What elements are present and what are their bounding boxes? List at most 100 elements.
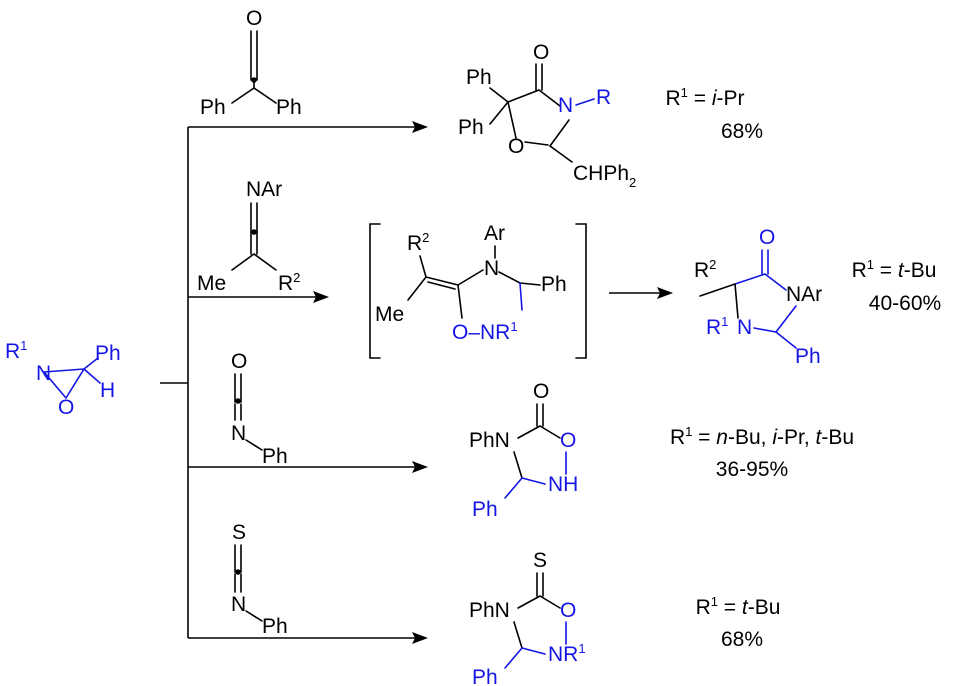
nitroso-oxygen: O — [231, 350, 247, 373]
oxad-upper-bonds — [517, 425, 561, 439]
product-oxazolidinone: O Ph Ph N R O CHPh2 — [458, 41, 636, 190]
oxaziridine-start: R1 N Ph H O — [5, 338, 121, 419]
oxad-phn: PhN — [469, 429, 510, 452]
conditions-2: R1 = t-Bu 40-60% — [852, 257, 942, 315]
conditions-4: R1 = t-Bu 68% — [696, 594, 781, 651]
int-bonds — [425, 269, 541, 319]
nitroso-dot — [235, 398, 241, 404]
int-nitrogen: N — [484, 257, 499, 280]
oxaziridine-ring-bonds — [43, 368, 85, 399]
ring-nitrogen: N — [558, 94, 573, 117]
r-superscript: 1 — [20, 338, 27, 353]
reagent-nitrosobenzene: O N Ph — [231, 350, 288, 468]
condition-4-yield: 68% — [721, 628, 763, 651]
ph-upper: Ph — [466, 66, 492, 89]
condition-2-r1: R1 = t-Bu — [852, 257, 937, 282]
int-r-sup: 2 — [422, 230, 429, 245]
oxad-n-c-bond — [513, 451, 523, 479]
conditions-3: R1 = n-Bu, i-Pr, t-Bu 36-95% — [670, 424, 854, 481]
svg-text:R2: R2 — [278, 270, 300, 295]
oxygen-label: O — [58, 396, 74, 419]
condition-1-r1: R1 = i-Pr — [665, 85, 744, 110]
oxad-ring-oxygen: O — [560, 429, 576, 452]
int-ar: Ar — [484, 222, 505, 245]
thione-ring-oxygen: O — [560, 599, 576, 622]
reagent-isothiocyanate: S N Ph — [231, 521, 288, 638]
condition-3-yield: 36-95% — [716, 458, 788, 481]
cumulene-carbon — [235, 569, 241, 575]
left-bracket — [369, 223, 381, 359]
ketene-oxygen: O — [246, 7, 262, 30]
int-r1-sup: 1 — [510, 319, 517, 334]
ketenimine-r-sup: 2 — [293, 270, 300, 285]
chph-label: CHPh — [573, 162, 629, 185]
intermediate-bracketed: R2 Ar N Ph Me O–NR1 — [369, 222, 587, 359]
reagent-ketenimine: NAr Me R2 — [197, 178, 300, 295]
conditions-1: R1 = i-Pr 68% — [665, 85, 763, 143]
thione-nr: NR — [548, 643, 578, 666]
condition-2-yield: 40-60% — [869, 292, 941, 315]
product-oxadiazolidinone: O PhN O NH Ph — [469, 380, 578, 521]
svg-text:NR1: NR1 — [548, 641, 586, 666]
svg-text:R1: R1 — [706, 314, 728, 339]
nitroso-nitrogen: N — [231, 422, 246, 445]
reagent-diphenylketene: O Ph Ph — [200, 7, 302, 119]
imid-r1: R — [706, 316, 721, 339]
nitroso-ph: Ph — [262, 445, 288, 468]
product-imidazolidinone: O R2 NAr R1 N Ph — [694, 226, 822, 368]
svg-text:R2: R2 — [694, 257, 716, 282]
imid-nitrogen: N — [737, 316, 752, 339]
thione-nr-sup: 1 — [578, 641, 585, 656]
arrowhead-nitroso — [412, 461, 428, 473]
int-ph: Ph — [541, 273, 567, 296]
int-me: Me — [375, 303, 404, 326]
arrowhead-ketene — [412, 121, 428, 133]
cumulene-carbon — [251, 229, 257, 235]
ketene-ph-right: Ph — [276, 96, 302, 119]
condition-3-r1: R1 = n-Bu, i-Pr, t-Bu — [670, 424, 854, 449]
bond-to-ph — [83, 357, 99, 370]
thione-ph: Ph — [472, 666, 498, 686]
imid-upper-bonds — [734, 273, 787, 291]
svg-text:CHPh2: CHPh2 — [573, 162, 636, 190]
product-thione: S PhN O NR1 Ph — [469, 549, 586, 686]
hydrogen-label: H — [100, 379, 115, 402]
right-bracket — [575, 223, 587, 359]
svg-text:R2: R2 — [407, 230, 429, 255]
svg-text:R1: R1 — [5, 338, 27, 363]
ketene-ph-left: Ph — [200, 96, 226, 119]
ring-oxygen: O — [508, 135, 524, 158]
carbonyl-oxygen: O — [533, 41, 549, 64]
imid-r-sup: 2 — [709, 257, 716, 272]
imid-ph: Ph — [795, 345, 821, 368]
condition-1-yield: 68% — [721, 120, 763, 143]
imid-r: R — [694, 259, 709, 282]
thio-nitrogen: N — [231, 593, 246, 616]
int-o-nr: O–NR — [452, 321, 510, 344]
imid-carbonyl-oxygen: O — [759, 226, 775, 249]
arrowhead-isothiocyanate — [412, 632, 428, 644]
thione-blue-bonds — [521, 621, 567, 655]
oxad-ph: Ph — [472, 498, 498, 521]
thio-sulfur: S — [232, 521, 246, 544]
branch-arrows — [160, 121, 673, 644]
arrowhead-intermediate — [657, 287, 673, 299]
chph-subscript: 2 — [629, 175, 636, 190]
oxad-nh: NH — [548, 473, 578, 496]
ketenimine-r: R — [278, 272, 293, 295]
imid-lower-bonds — [753, 305, 797, 333]
bond-to-h — [83, 368, 101, 384]
imid-quaternary-bonds — [699, 283, 739, 319]
svg-text:O–NR1: O–NR1 — [452, 319, 518, 344]
imid-r1-sup: 1 — [721, 314, 728, 329]
thione-upper-bonds — [517, 595, 561, 609]
imid-nar: NAr — [786, 283, 822, 306]
nitrogen-label: N — [36, 362, 51, 385]
thione-phn: PhN — [469, 599, 510, 622]
phenyl-label: Ph — [95, 342, 121, 365]
thione-n-c-bond — [513, 621, 523, 649]
ph-lower: Ph — [458, 116, 484, 139]
thio-ph: Ph — [262, 615, 288, 638]
ketenimine-nar: NAr — [246, 178, 282, 201]
